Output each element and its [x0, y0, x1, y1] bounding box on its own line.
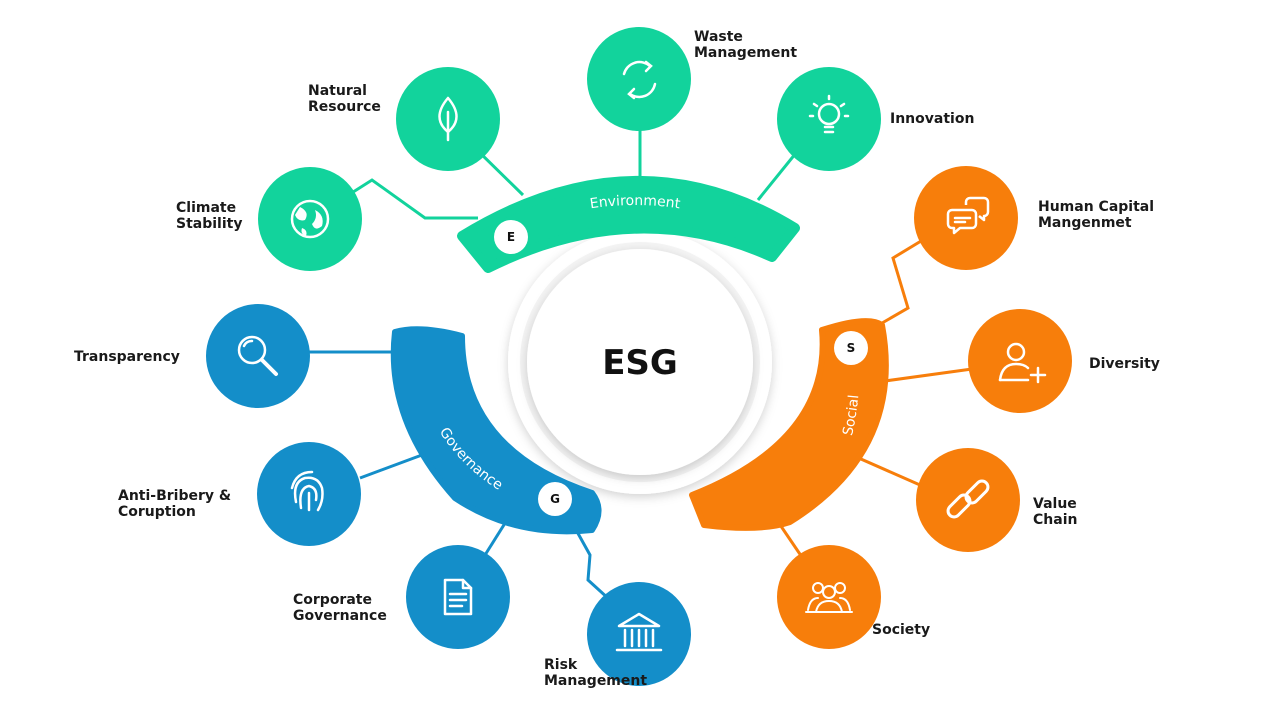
node-diversity	[968, 309, 1072, 413]
node-anti-bribery	[257, 442, 361, 546]
label-anti-bribery: Anti-Bribery & Coruption	[118, 488, 232, 520]
add-user-icon	[998, 342, 1047, 384]
label-natural-resource: Natural Resource	[308, 83, 381, 115]
label-diversity: Diversity	[1089, 356, 1160, 372]
label-transparency: Transparency	[74, 349, 180, 365]
node-human-capital	[914, 166, 1018, 270]
recycle-icon	[622, 60, 657, 100]
node-innovation	[777, 67, 881, 171]
magnifier-icon	[237, 335, 278, 376]
label-risk-management: Risk Management	[544, 657, 648, 689]
node-society	[777, 545, 881, 649]
node-natural-resource	[396, 67, 500, 171]
globe-icon	[290, 199, 330, 239]
governance-badge	[538, 482, 572, 516]
social-badge	[834, 331, 868, 365]
node-value-chain	[916, 448, 1020, 552]
bank-building-icon	[615, 612, 663, 652]
label-innovation: Innovation	[890, 111, 975, 127]
environment-label: Environment	[589, 193, 682, 212]
environment-arc: Environment E	[457, 176, 800, 273]
label-corporate-governance: Corporate Governance	[293, 592, 387, 624]
label-climate-stability: Climate Stability	[176, 200, 243, 232]
environment-badge-letter: E	[507, 230, 515, 244]
label-waste-management: Waste Management	[694, 29, 798, 61]
svg-text:Social: Social	[840, 394, 862, 437]
governance-arc: Governance G	[390, 326, 602, 535]
label-human-capital: Human Capital Mangenmet	[1038, 199, 1155, 231]
social-label: Social	[840, 394, 862, 437]
esg-center-title: ESG	[602, 343, 678, 383]
governance-badge-letter: G	[550, 492, 560, 506]
chat-bubbles-icon	[946, 196, 990, 235]
node-risk-management	[587, 582, 691, 686]
social-arc: Social S	[689, 318, 889, 531]
people-group-icon	[805, 582, 853, 613]
svg-text:Environment: Environment	[589, 193, 682, 212]
environment-badge	[494, 220, 528, 254]
leaf-icon	[438, 96, 458, 142]
document-icon	[443, 578, 473, 616]
label-society: Society	[872, 622, 931, 638]
lightbulb-icon	[808, 94, 850, 134]
esg-center: ESG	[508, 230, 772, 494]
chain-link-icon	[946, 479, 990, 519]
node-climate-stability	[258, 167, 362, 271]
node-corporate-governance	[406, 545, 510, 649]
node-waste-management	[587, 27, 691, 131]
node-transparency	[206, 304, 310, 408]
fingerprint-icon	[290, 470, 324, 512]
label-value-chain: Value Chain	[1033, 496, 1078, 528]
social-badge-letter: S	[847, 341, 856, 355]
